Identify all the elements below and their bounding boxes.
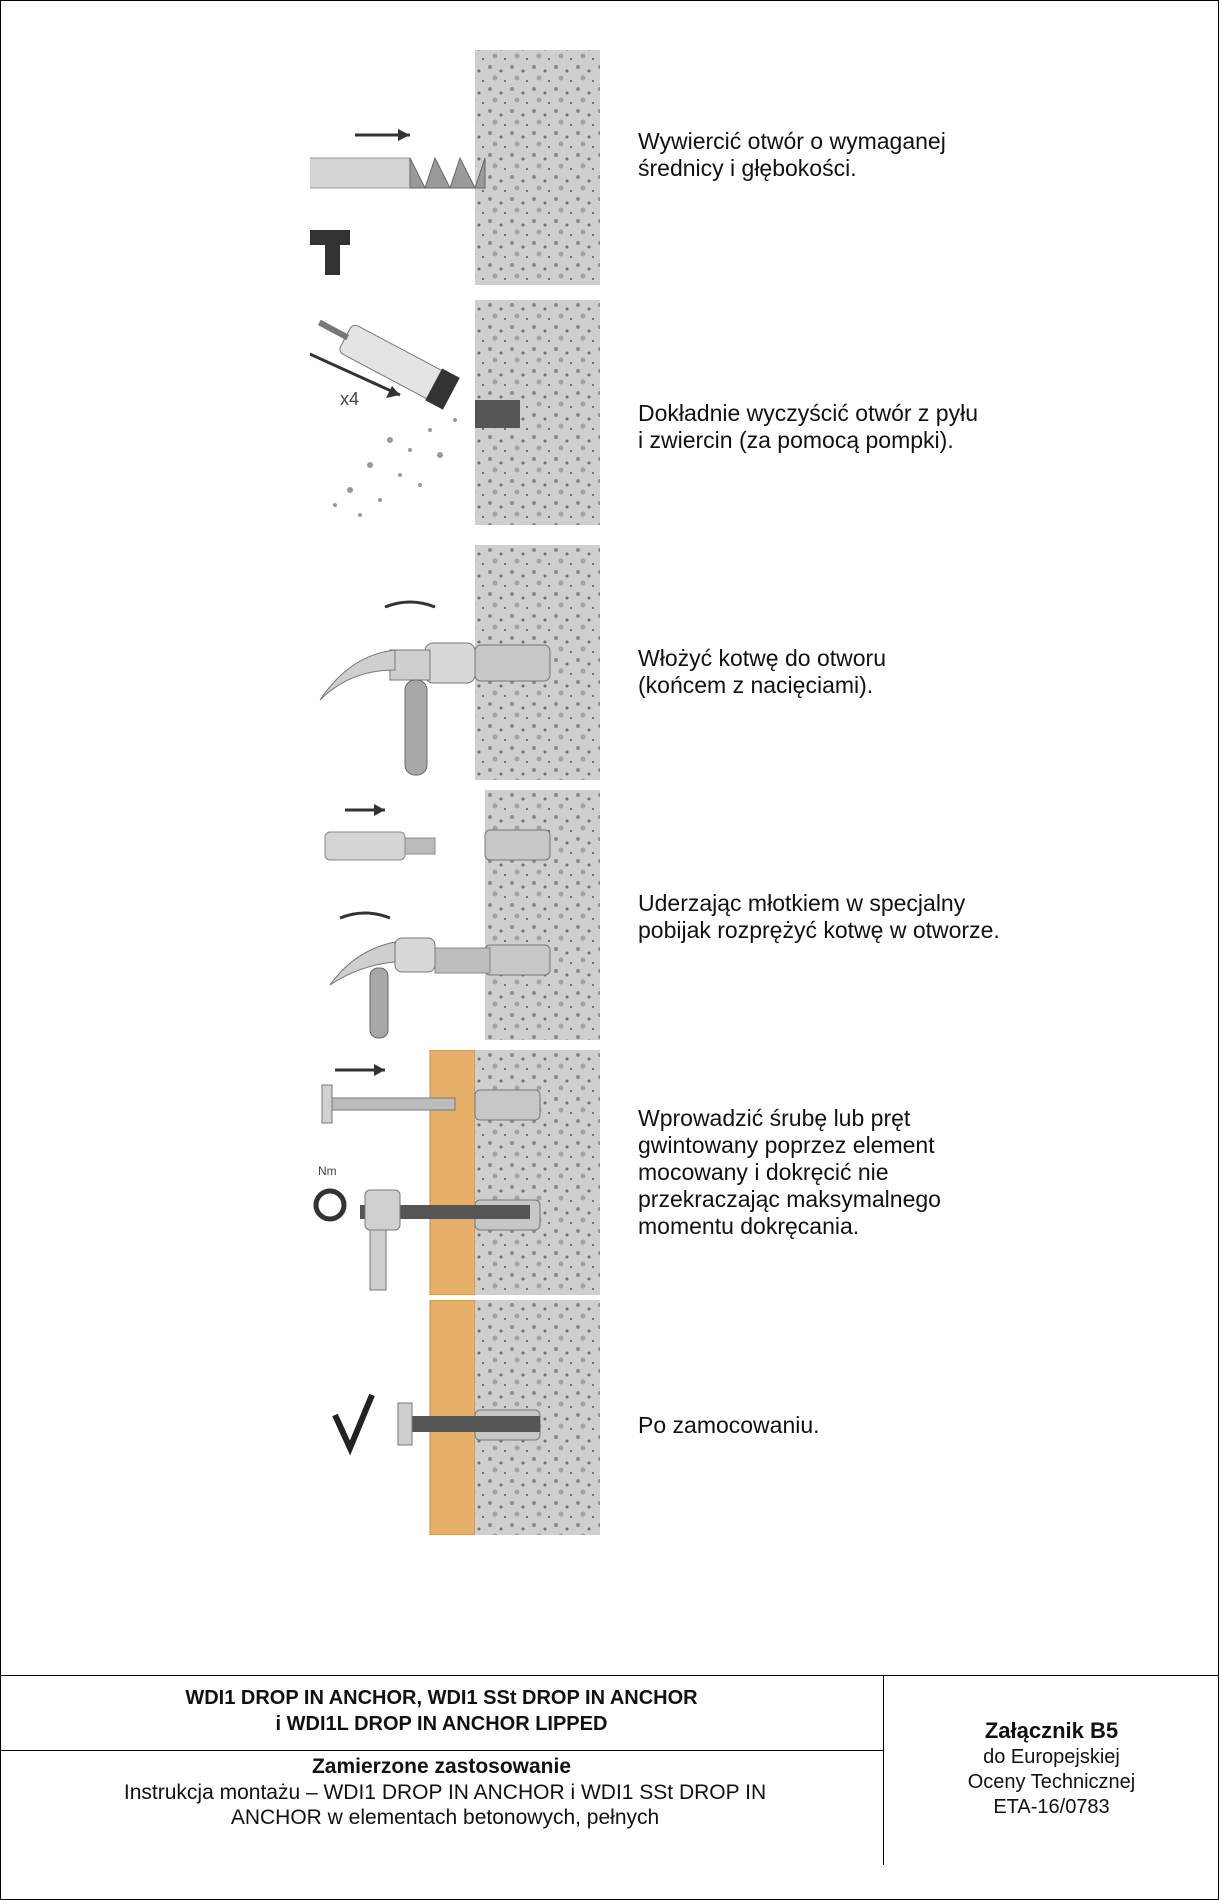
annex-subtitle: do Europejskiej Oceny Technicznej ETA-16… [884, 1745, 1219, 1820]
hammer-icon [320, 643, 475, 775]
anchor-icon [475, 1090, 540, 1120]
drill-illustration [310, 40, 630, 285]
fasten-illustration: Nm [310, 1050, 630, 1295]
step-clean-text: Dokładnie wyczyścić otwór z pyłu i zwier… [638, 400, 978, 454]
clean-illustration: x4 [310, 300, 630, 530]
step-done: Po zamocowaniu. [310, 1300, 1210, 1535]
swing-arrow-icon [385, 602, 435, 607]
checkmark-icon [335, 1395, 372, 1448]
concrete-block [475, 1050, 600, 1295]
step-drill-text: Wywiercić otwór o wymaganej średnicy i g… [638, 128, 946, 182]
torque-label: Nm [318, 1164, 337, 1178]
concrete-block [485, 790, 600, 1040]
torque-wrench-icon [365, 1190, 400, 1230]
intended-use-heading: Zamierzone zastosowanie [0, 1754, 883, 1779]
footer-row-divider [0, 1750, 883, 1751]
anchor-icon [485, 830, 550, 860]
setting-tool-icon [325, 832, 405, 860]
anchor-icon [475, 645, 550, 681]
done-illustration [310, 1300, 630, 1535]
product-title: WDI1 DROP IN ANCHOR, WDI1 SSt DROP IN AN… [0, 1685, 883, 1737]
step-expand: Uderzając młotkiem w specjalny pobijak r… [310, 790, 1210, 1040]
footer-divider [0, 1675, 1219, 1676]
hammer-drill-icon [310, 230, 350, 275]
drill-bit-icon [310, 158, 410, 188]
step-fasten: Nm Wprowadzić śrubę lub pręt gwintowany … [310, 1050, 1210, 1295]
dust-particles [333, 418, 457, 517]
step-clean: x4 Dokładnie wyczyścić otwór z pyłu i zw… [310, 300, 1210, 530]
expand-illustration [310, 790, 630, 1040]
swing-arrow-icon [340, 913, 390, 918]
annex-title: Załącznik B5 [884, 1718, 1219, 1744]
step-insert-text: Włożyć kotwę do otworu (końcem z nacięci… [638, 645, 886, 699]
hammer-icon [330, 938, 435, 1038]
drilled-hole [475, 400, 520, 428]
bolt-icon [330, 1098, 455, 1110]
intended-use-text: Instrukcja montażu – WDI1 DROP IN ANCHOR… [20, 1780, 870, 1830]
blow-pump-icon [310, 307, 459, 409]
wood-plate [430, 1050, 475, 1295]
step-done-text: Po zamocowaniu. [638, 1412, 820, 1439]
bolt-icon [410, 1416, 540, 1432]
pump-count-label: x4 [340, 389, 359, 409]
step-insert: Włożyć kotwę do otworu (końcem z nacięci… [310, 545, 1210, 780]
step-drill: Wywiercić otwór o wymaganej średnicy i g… [310, 40, 1210, 285]
concrete-block [475, 50, 600, 285]
insert-illustration [310, 545, 630, 780]
step-expand-text: Uderzając młotkiem w specjalny pobijak r… [638, 890, 1000, 944]
step-fasten-text: Wprowadzić śrubę lub pręt gwintowany pop… [638, 1105, 941, 1240]
